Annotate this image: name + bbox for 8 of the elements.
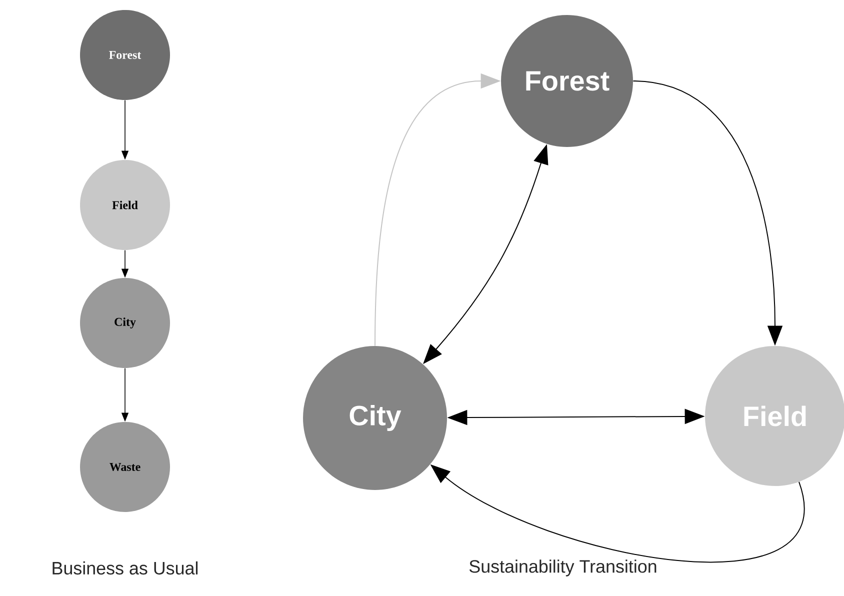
circle-node: City xyxy=(303,346,447,490)
caption-text: Sustainability Transition xyxy=(469,560,656,576)
circle-node: City xyxy=(80,278,170,368)
caption-text: Business as Usual xyxy=(52,561,198,575)
circle-node: Field xyxy=(80,160,170,250)
circle-node: Forest xyxy=(80,10,170,100)
circle-node: Waste xyxy=(80,422,170,512)
circle-node: Forest xyxy=(501,15,633,147)
